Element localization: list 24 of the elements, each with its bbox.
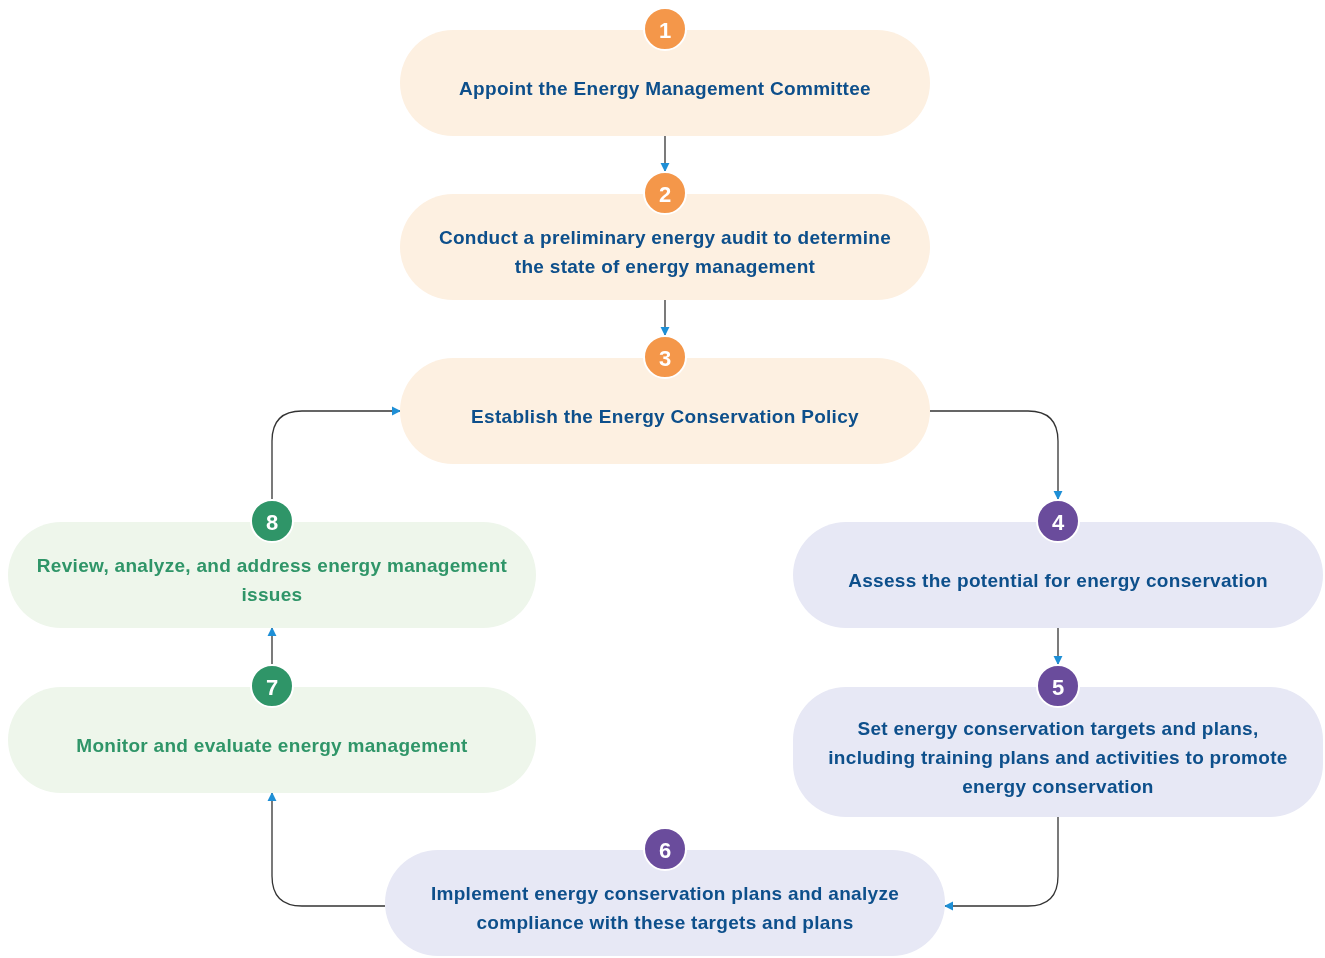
step-number-badge: 6 <box>643 827 687 871</box>
step-text: Review, analyze, and address energy management issues <box>35 554 509 607</box>
arrow <box>660 299 670 336</box>
arrow <box>1053 627 1063 665</box>
step-number-badge: 5 <box>1036 664 1080 708</box>
arrow <box>929 410 1063 500</box>
arrow <box>267 627 277 665</box>
step-number-badge: 1 <box>643 7 687 51</box>
arrow <box>660 135 670 172</box>
step-text: Appoint the Energy Management Committee <box>459 76 871 101</box>
step-text: Implement energy conservation plans and analyze compliance with these targets and plans <box>429 882 901 935</box>
step-text: Conduct a preliminary energy audit to determine the state of energy management <box>437 226 893 279</box>
arrow <box>271 406 401 500</box>
step-number-badge: 8 <box>250 499 294 543</box>
step-number-badge: 2 <box>643 171 687 215</box>
step-text: Monitor and evaluate energy management <box>76 733 468 758</box>
step-text: Set energy conservation targets and plans, including training plans and activities to promote energy conservation <box>827 716 1289 799</box>
arrow <box>944 816 1059 911</box>
step-text: Assess the potential for energy conservation <box>848 568 1268 593</box>
step-number-badge: 3 <box>643 335 687 379</box>
step-number-badge: 7 <box>250 664 294 708</box>
step-number-badge: 4 <box>1036 499 1080 543</box>
step-text: Establish the Energy Conservation Policy <box>471 404 859 429</box>
arrow <box>267 792 386 907</box>
